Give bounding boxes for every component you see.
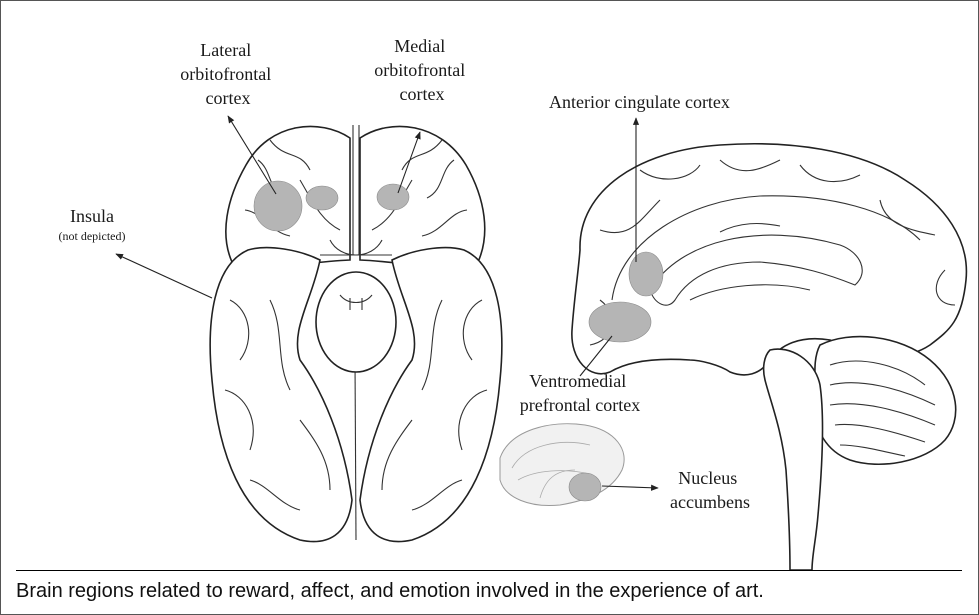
acc-label: Anterior cingulate cortex [549, 92, 730, 112]
vmpfc-label: Ventromedial prefrontal cortex [520, 371, 640, 415]
nucleus-accumbens-region [569, 473, 601, 501]
acc-region [629, 252, 663, 296]
brain-diagram: Lateral orbitofrontal cortex Medial orbi… [0, 0, 979, 570]
caption-divider [16, 570, 962, 571]
insula-label: Insula [70, 206, 114, 226]
insula-note: (not depicted) [59, 229, 126, 243]
vmpfc-region [589, 302, 651, 342]
lateral-ofc-region [254, 181, 302, 231]
sagittal-brain-view [572, 144, 967, 570]
brainstem [316, 272, 396, 372]
cerebellum [815, 337, 956, 465]
ventral-brain-view [210, 125, 502, 542]
medial-ofc-region-right [377, 184, 409, 210]
medial-ofc-region-left [306, 186, 338, 210]
nucleus-label: Nucleus accumbens [670, 468, 750, 512]
nucleus-pointer [602, 486, 658, 488]
lateral-ofc-label: Lateral orbitofrontal cortex [180, 40, 275, 108]
brainstem-sagittal [764, 349, 823, 570]
medial-ofc-label: Medial orbitofrontal cortex [374, 36, 469, 104]
figure-caption: Brain regions related to reward, affect,… [16, 580, 966, 603]
inset-brain [500, 424, 624, 506]
insula-pointer [116, 254, 212, 298]
